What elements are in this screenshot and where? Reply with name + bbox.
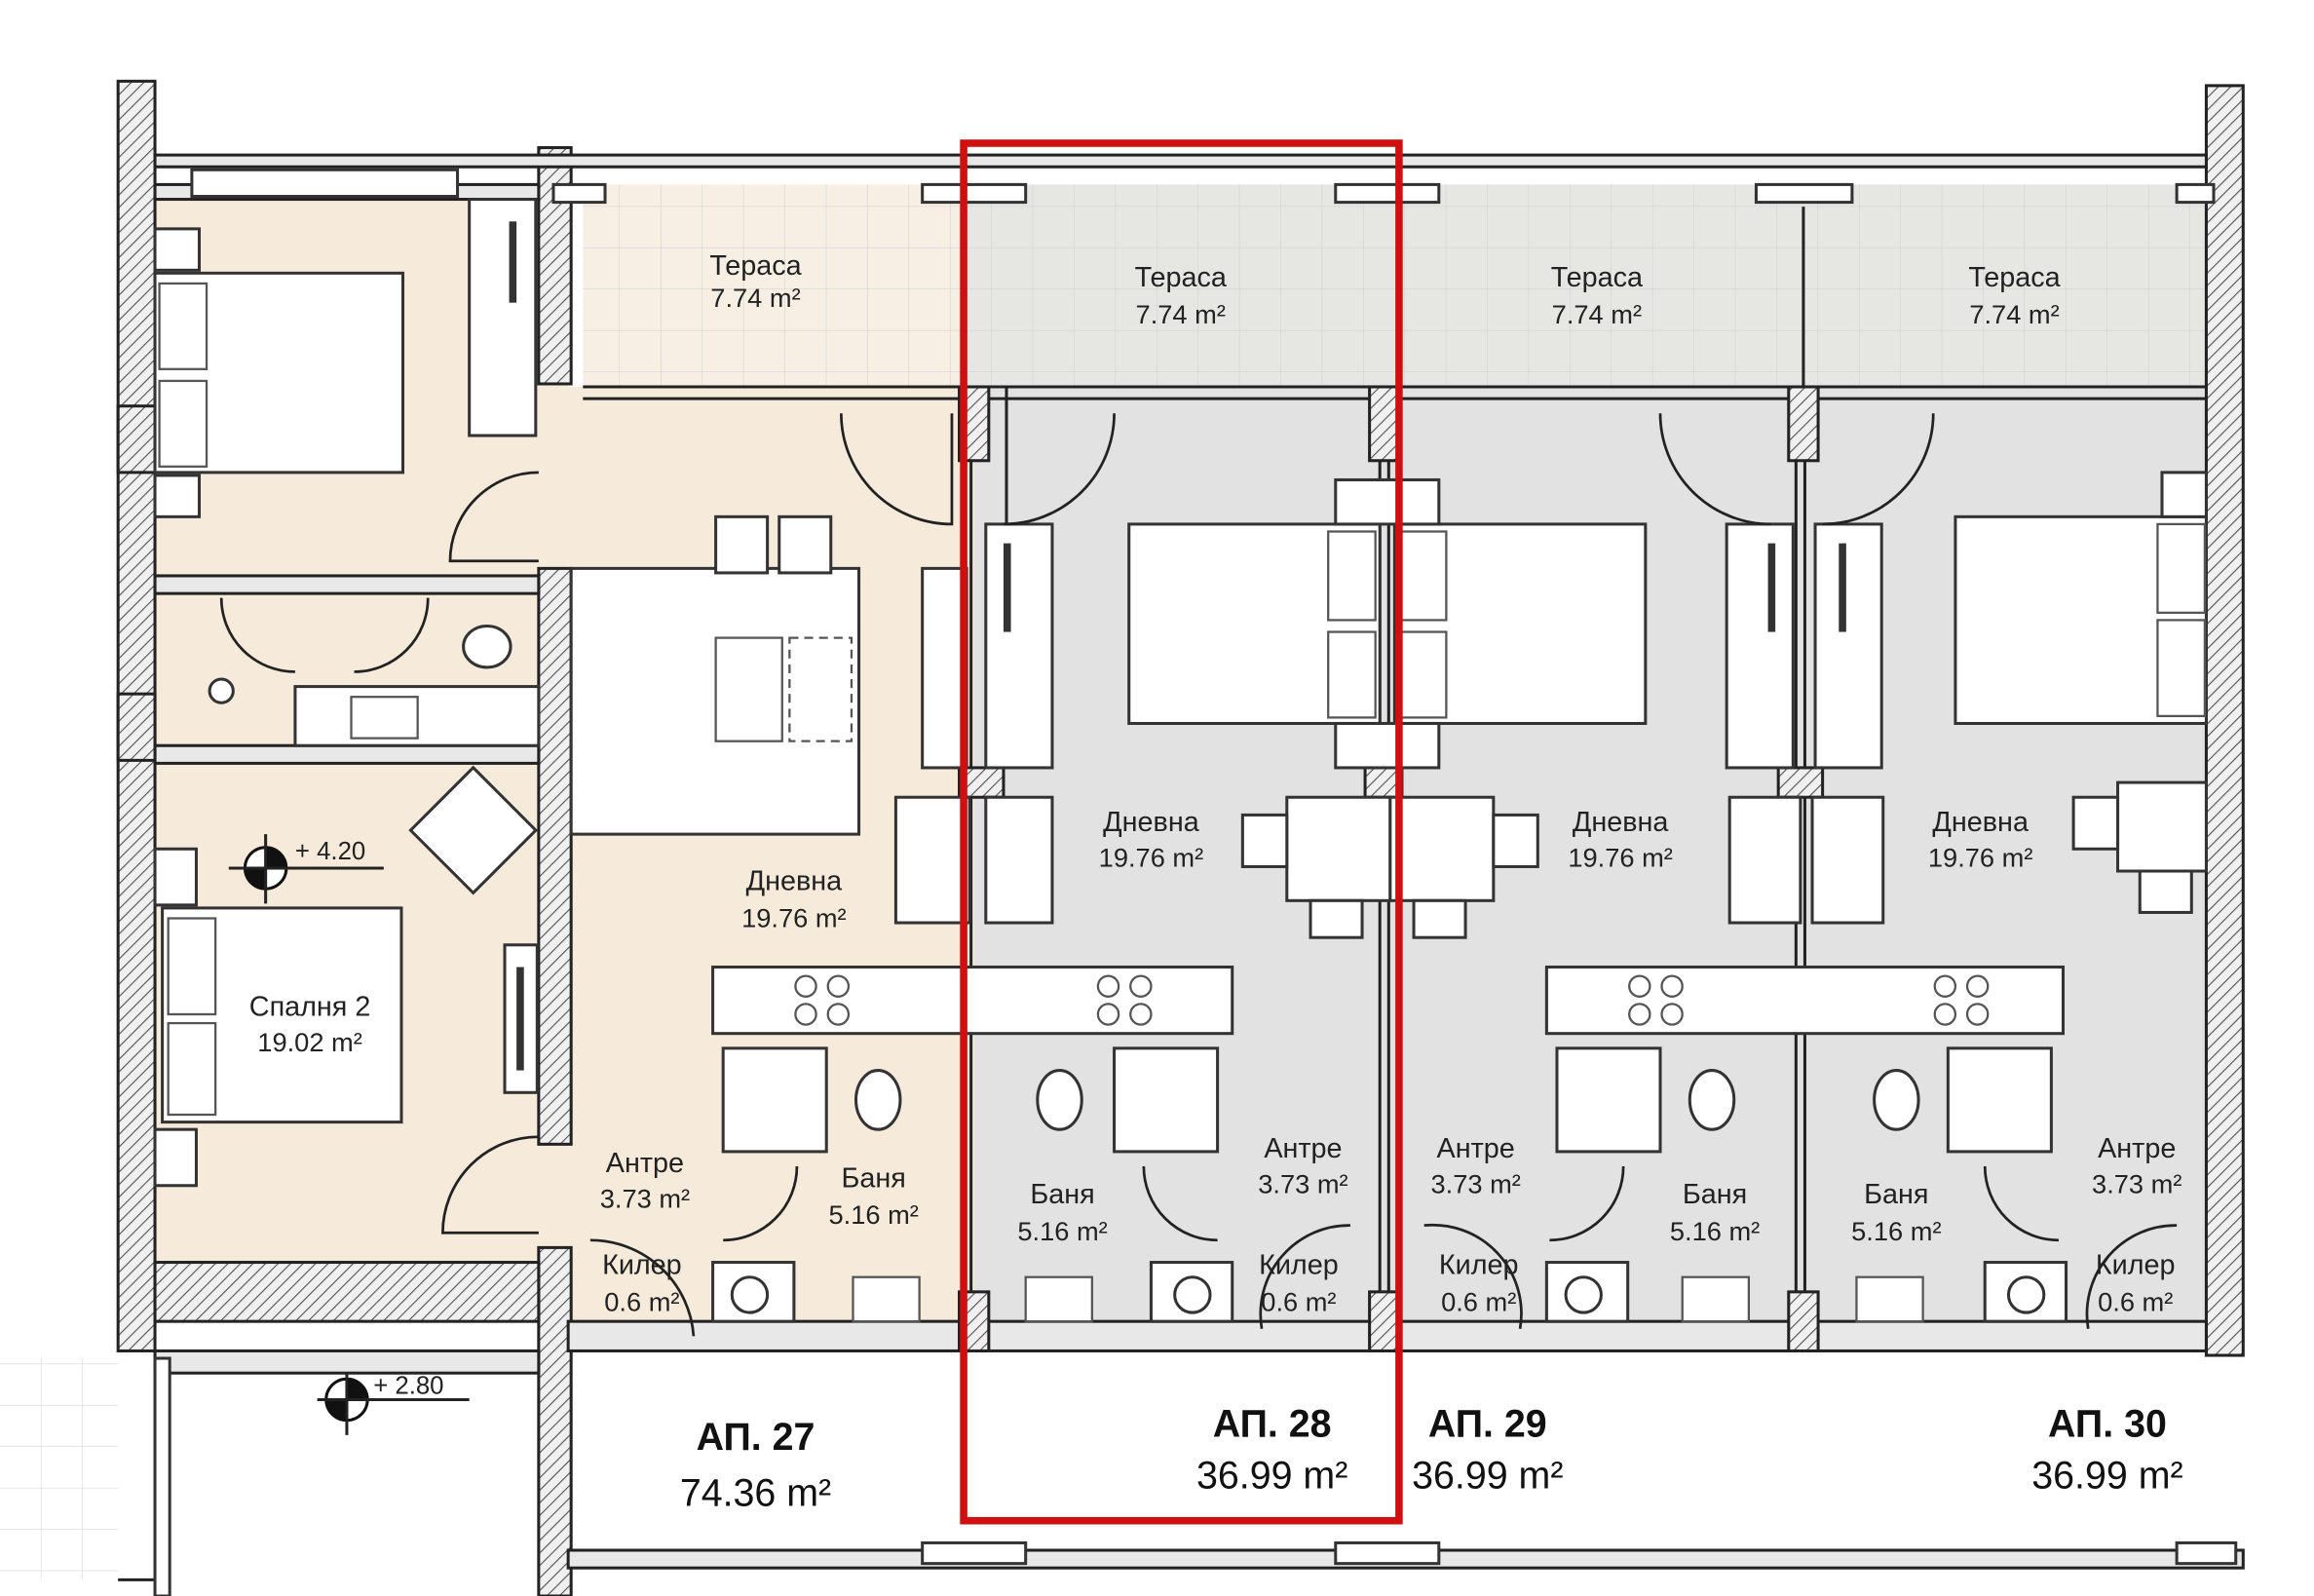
svg-text:5.16 m²: 5.16 m² (1017, 1216, 1107, 1246)
svg-text:3.73 m²: 3.73 m² (600, 1183, 690, 1213)
svg-text:Дневна: Дневна (1103, 807, 1199, 838)
svg-text:Дневна: Дневна (1573, 807, 1669, 838)
svg-text:Баня: Баня (1683, 1179, 1747, 1210)
svg-text:Тераса: Тераса (1968, 262, 2060, 293)
apartment-29-area: 36.99 m² (1412, 1454, 1563, 1497)
svg-text:Килер: Килер (2096, 1250, 2176, 1281)
level-mark-lower: + 2.80 (317, 1372, 470, 1435)
svg-text:19.76 m²: 19.76 m² (1568, 842, 1673, 872)
svg-text:Спалня 2: Спалня 2 (249, 991, 371, 1022)
apartment-27-area: 74.36 m² (680, 1472, 831, 1515)
svg-text:0.6 m²: 0.6 m² (1441, 1287, 1516, 1317)
svg-text:Баня: Баня (842, 1162, 906, 1194)
apartment-27-label[interactable]: АП. 27 (697, 1416, 816, 1459)
apartment-27-rooms: Спалня 2 19.02 m² Дневна 19.76 m² Антре 3.7… (249, 866, 919, 1317)
studio-floors (967, 184, 2207, 1332)
apartment-30-label[interactable]: АП. 30 (2048, 1402, 2167, 1445)
svg-text:Килер: Килер (602, 1250, 682, 1281)
svg-text:Килер: Килер (1439, 1250, 1519, 1281)
apartment-labels[interactable]: АП. 27 74.36 m² АП. 28 36.99 m² АП. 29 3… (680, 1402, 2183, 1514)
svg-text:Баня: Баня (1864, 1179, 1928, 1210)
svg-text:Антре: Антре (606, 1148, 684, 1179)
svg-text:0.6 m²: 0.6 m² (604, 1287, 679, 1317)
svg-text:+ 4.20: + 4.20 (295, 838, 365, 865)
svg-text:7.74 m²: 7.74 m² (1552, 299, 1642, 329)
svg-text:19.02 m²: 19.02 m² (257, 1027, 362, 1057)
apartment-28-highlight (960, 139, 1403, 1525)
svg-text:Баня: Баня (1030, 1179, 1094, 1210)
svg-text:0.6 m²: 0.6 m² (2098, 1287, 2173, 1317)
svg-text:5.16 m²: 5.16 m² (1670, 1216, 1760, 1246)
furniture (153, 198, 2208, 1323)
svg-text:7.74 m²: 7.74 m² (1136, 299, 1226, 329)
svg-text:Килер: Килер (1259, 1250, 1339, 1281)
apartment-28-area: 36.99 m² (1196, 1454, 1347, 1497)
svg-text:Антре: Антре (1437, 1133, 1515, 1164)
svg-text:5.16 m²: 5.16 m² (1851, 1216, 1941, 1246)
svg-text:3.73 m²: 3.73 m² (2092, 1168, 2181, 1198)
svg-text:Антре: Антре (1264, 1133, 1342, 1164)
svg-text:+ 2.80: + 2.80 (373, 1372, 443, 1399)
svg-text:7.74 m²: 7.74 m² (710, 283, 800, 313)
svg-text:Дневна: Дневна (746, 866, 843, 897)
doors (219, 413, 2178, 1337)
svg-text:Дневна: Дневна (1932, 807, 2029, 838)
apartment-28-label[interactable]: АП. 28 (1213, 1402, 1332, 1445)
svg-text:Антре: Антре (2098, 1133, 2176, 1164)
svg-text:Тераса: Тераса (1135, 262, 1227, 293)
svg-text:Тераса: Тераса (1551, 262, 1643, 293)
neighbor-terrace (0, 1358, 119, 1580)
svg-text:5.16 m²: 5.16 m² (828, 1199, 918, 1230)
svg-text:19.76 m²: 19.76 m² (741, 903, 847, 933)
svg-text:3.73 m²: 3.73 m² (1430, 1168, 1520, 1198)
svg-text:19.76 m²: 19.76 m² (1099, 842, 1204, 872)
svg-text:0.6 m²: 0.6 m² (1261, 1287, 1336, 1317)
svg-text:7.74 m²: 7.74 m² (1969, 299, 2059, 329)
apartment-29-label[interactable]: АП. 29 (1428, 1402, 1547, 1445)
svg-text:Тераса: Тераса (709, 250, 801, 282)
apartment-30-area: 36.99 m² (2031, 1454, 2182, 1497)
svg-text:19.76 m²: 19.76 m² (1928, 842, 2033, 872)
level-mark-upper: + 4.20 (228, 834, 384, 904)
svg-text:3.73 m²: 3.73 m² (1258, 1168, 1347, 1198)
